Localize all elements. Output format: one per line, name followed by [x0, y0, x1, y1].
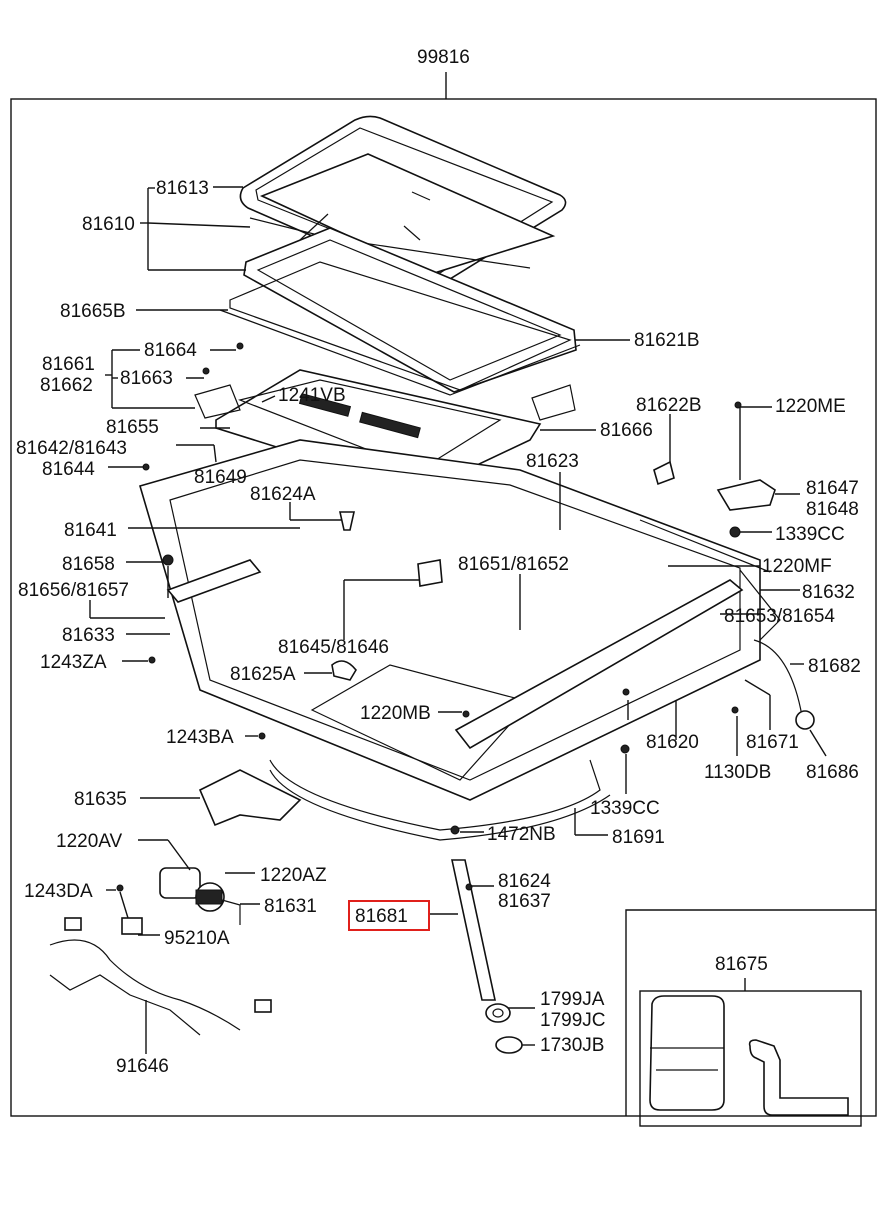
label-81661[interactable]: 81661 [42, 354, 95, 375]
tool-kit-artwork [649, 995, 849, 1116]
part-labels: 99816 81613 81610 81665B 81621B 81661 81… [16, 47, 861, 1077]
label-81666[interactable]: 81666 [600, 420, 653, 441]
label-81655[interactable]: 81655 [106, 417, 159, 438]
label-81656-81657[interactable]: 81656/81657 [18, 580, 129, 601]
label-81691[interactable]: 81691 [612, 827, 665, 848]
label-95210a[interactable]: 95210A [164, 928, 230, 949]
label-81620[interactable]: 81620 [646, 732, 699, 753]
label-1220az[interactable]: 1220AZ [260, 865, 327, 886]
label-1220mb[interactable]: 1220MB [360, 703, 431, 724]
label-81682[interactable]: 81682 [808, 656, 861, 677]
label-1220mf[interactable]: 1220MF [762, 556, 832, 577]
label-81658[interactable]: 81658 [62, 554, 115, 575]
label-81665b[interactable]: 81665B [60, 301, 126, 322]
label-1243za[interactable]: 1243ZA [40, 652, 107, 673]
label-1220av[interactable]: 1220AV [56, 831, 123, 852]
label-81662[interactable]: 81662 [40, 375, 93, 396]
label-81649[interactable]: 81649 [194, 467, 247, 488]
label-1730jb[interactable]: 1730JB [540, 1035, 604, 1056]
label-99816[interactable]: 99816 [417, 47, 470, 68]
label-81664[interactable]: 81664 [144, 340, 197, 361]
label-81613[interactable]: 81613 [156, 178, 209, 199]
label-81653-81654[interactable]: 81653/81654 [724, 606, 835, 627]
label-81633[interactable]: 81633 [62, 625, 115, 646]
leader-lines [89, 186, 827, 1054]
label-1130db[interactable]: 1130DB [704, 762, 771, 783]
label-81610[interactable]: 81610 [82, 214, 135, 235]
label-91646[interactable]: 91646 [116, 1056, 169, 1077]
label-1243da[interactable]: 1243DA [24, 881, 93, 902]
parts-artwork [49, 115, 815, 1054]
label-81635[interactable]: 81635 [74, 789, 127, 810]
label-81671[interactable]: 81671 [746, 732, 799, 753]
highlight-box-81681 [348, 900, 430, 931]
label-81632[interactable]: 81632 [802, 582, 855, 603]
label-81624a[interactable]: 81624A [250, 484, 316, 505]
label-81647[interactable]: 81647 [806, 478, 859, 499]
label-81637[interactable]: 81637 [498, 891, 551, 912]
label-81681[interactable]: 81681 [355, 906, 408, 927]
label-81686[interactable]: 81686 [806, 762, 859, 783]
label-1799ja[interactable]: 1799JA [540, 989, 605, 1010]
label-1220me[interactable]: 1220ME [775, 396, 846, 417]
label-81641[interactable]: 81641 [64, 520, 117, 541]
label-1799jc[interactable]: 1799JC [540, 1010, 606, 1031]
label-81625a[interactable]: 81625A [230, 664, 296, 685]
label-1339cc-bottom[interactable]: 1339CC [590, 798, 660, 819]
label-81651-81652[interactable]: 81651/81652 [458, 554, 569, 575]
label-81624[interactable]: 81624 [498, 871, 551, 892]
label-81631[interactable]: 81631 [264, 896, 317, 917]
label-81663[interactable]: 81663 [120, 368, 173, 389]
label-81623[interactable]: 81623 [526, 451, 579, 472]
label-81622b[interactable]: 81622B [636, 395, 702, 416]
label-1241vb[interactable]: 1241VB [278, 385, 346, 406]
label-81675[interactable]: 81675 [715, 954, 768, 975]
label-1472nb[interactable]: 1472NB [487, 824, 556, 845]
label-81648[interactable]: 81648 [806, 499, 859, 520]
label-1339cc-top[interactable]: 1339CC [775, 524, 845, 545]
label-81642-81643[interactable]: 81642/81643 [16, 438, 127, 459]
diagram-frames [10, 72, 877, 1127]
label-81645-81646[interactable]: 81645/81646 [278, 637, 389, 658]
label-81644[interactable]: 81644 [42, 459, 95, 480]
label-81621b[interactable]: 81621B [634, 330, 700, 351]
label-1243ba[interactable]: 1243BA [166, 727, 234, 748]
